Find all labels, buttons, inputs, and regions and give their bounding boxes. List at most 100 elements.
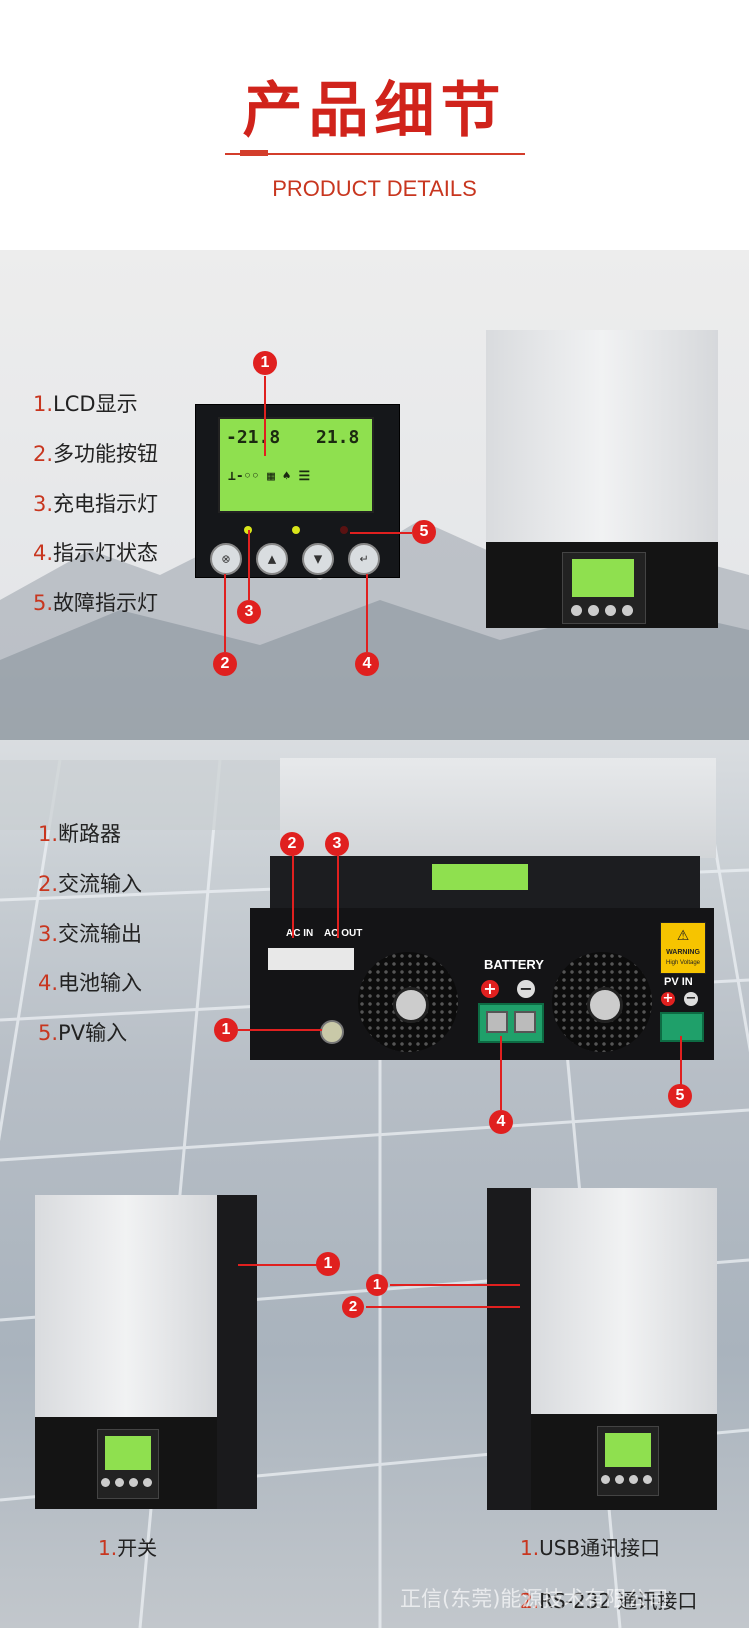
callout-line: [680, 1036, 682, 1092]
battery-label: BATTERY: [484, 957, 544, 972]
page-subtitle: PRODUCT DETAILS: [272, 176, 477, 201]
callout-marker: 2: [280, 832, 304, 856]
list-item: 3.交流输出: [38, 922, 143, 946]
page-title: 产品细节: [242, 76, 507, 146]
status-led: [292, 526, 300, 534]
cooling-fan: [358, 952, 458, 1052]
mini-button: [143, 1478, 152, 1487]
callout-line: [238, 1029, 322, 1031]
ac-in-label: AC IN: [286, 928, 314, 939]
warning-icon: ⚠: [676, 927, 690, 943]
callout-marker: 4: [489, 1110, 513, 1134]
list-item: 3.充电指示灯: [33, 492, 159, 516]
callout-line: [238, 1264, 320, 1266]
mini-button: [129, 1478, 138, 1487]
ground-screw: [320, 1020, 344, 1044]
side-panel: [487, 1188, 531, 1510]
callout-marker: 3: [237, 600, 261, 624]
side-panel: [217, 1195, 257, 1509]
callout-marker: 1: [253, 351, 277, 375]
list-item: 2.交流输入: [38, 872, 143, 896]
mini-button: [101, 1478, 110, 1487]
callout-marker: 3: [325, 832, 349, 856]
mini-button: [571, 605, 582, 616]
up-button[interactable]: ▲: [256, 543, 288, 575]
callout-line: [248, 530, 250, 600]
pv-terminal: [660, 1012, 704, 1042]
header: 产品细节 PRODUCT DETAILS: [0, 0, 749, 250]
inverter-top-surface: [280, 758, 716, 858]
watermark: 正信(东莞)能源技术有限公司: [400, 1587, 669, 1611]
mini-button: [605, 605, 616, 616]
inverter-right-side-view: [487, 1188, 717, 1510]
ac-terminal-block: [268, 948, 354, 970]
inverter-cover: [531, 1188, 717, 1414]
callout-marker: 1: [316, 1252, 340, 1276]
mini-button: [615, 1475, 624, 1484]
callout-line: [366, 1306, 520, 1308]
mini-button: [643, 1475, 652, 1484]
list-item: 1.断路器: [38, 822, 122, 846]
callout-marker: 1: [214, 1018, 238, 1042]
callout-line: [500, 1036, 502, 1110]
mini-lcd: [562, 552, 646, 624]
mini-screen: [105, 1436, 151, 1470]
list-item: 2.多功能按钮: [33, 442, 159, 466]
callout-marker: 2: [342, 1296, 364, 1318]
callout-marker: 1: [366, 1274, 388, 1296]
caption-switch: 1.开关: [98, 1536, 158, 1560]
lcd-glyphs: ⊥-◦◦ ▦ ♠ ☰: [228, 469, 311, 484]
list-item: 4.电池输入: [38, 971, 143, 995]
list-item: 1.LCD显示: [33, 392, 138, 416]
mini-button: [601, 1475, 610, 1484]
title-divider-accent: [240, 150, 268, 156]
list-item: 5.PV输入: [38, 1021, 128, 1045]
top-lcd-screen: [432, 864, 528, 890]
fault-led: [340, 526, 348, 534]
callout-line: [390, 1284, 520, 1286]
minus-icon: −: [517, 980, 535, 998]
pv-in-label: PV IN: [664, 976, 693, 988]
mini-button: [629, 1475, 638, 1484]
callout-line: [292, 852, 294, 938]
callout-line: [264, 376, 266, 456]
list-item: 4.指示灯状态: [33, 541, 159, 565]
mini-lcd: [97, 1429, 159, 1499]
inverter-front-view: [486, 330, 718, 628]
callout-line: [366, 574, 368, 652]
down-button[interactable]: ▼: [302, 543, 334, 575]
mini-screen: [605, 1433, 651, 1467]
caption-usb: 1.USB通讯接口: [520, 1536, 661, 1560]
inverter-left-side-view: [35, 1195, 257, 1509]
caption-rs232: 2.RS-232 通讯接口: [520, 1589, 698, 1613]
callout-line: [337, 852, 339, 938]
mini-lcd: [597, 1426, 659, 1496]
plus-icon: +: [481, 980, 499, 998]
esc-button[interactable]: ⊗: [210, 543, 242, 575]
warning-title: WARNING: [666, 949, 700, 956]
inverter-cover: [486, 330, 718, 542]
minus-icon: −: [684, 991, 698, 1006]
lcd-screen: -21.8 21.8 ⊥-◦◦ ▦ ♠ ☰: [218, 417, 374, 513]
mini-button: [622, 605, 633, 616]
mini-button: [115, 1478, 124, 1487]
inverter-cover: [35, 1195, 217, 1417]
callout-marker: 2: [213, 652, 237, 676]
title-divider: [225, 153, 525, 155]
callout-marker: 4: [355, 652, 379, 676]
cooling-fan: [552, 952, 652, 1052]
list-item: 5.故障指示灯: [33, 591, 159, 615]
lcd-reading-left: -21.8: [226, 427, 281, 448]
callout-marker: 5: [412, 520, 436, 544]
ac-out-label: AC OUT: [324, 928, 363, 939]
mini-button: [588, 605, 599, 616]
callout-marker: 5: [668, 1084, 692, 1108]
enter-button[interactable]: ↵: [348, 543, 380, 575]
callout-line: [350, 532, 412, 534]
plus-icon: +: [661, 991, 675, 1006]
callout-line: [224, 574, 226, 652]
lcd-panel-closeup: -21.8 21.8 ⊥-◦◦ ▦ ♠ ☰ ⊗ ▲ ▼ ↵: [195, 404, 400, 578]
warning-subtitle: High Voltage: [665, 960, 701, 966]
mini-screen: [572, 559, 634, 597]
warning-label: ⚠ WARNING High Voltage: [660, 922, 706, 974]
